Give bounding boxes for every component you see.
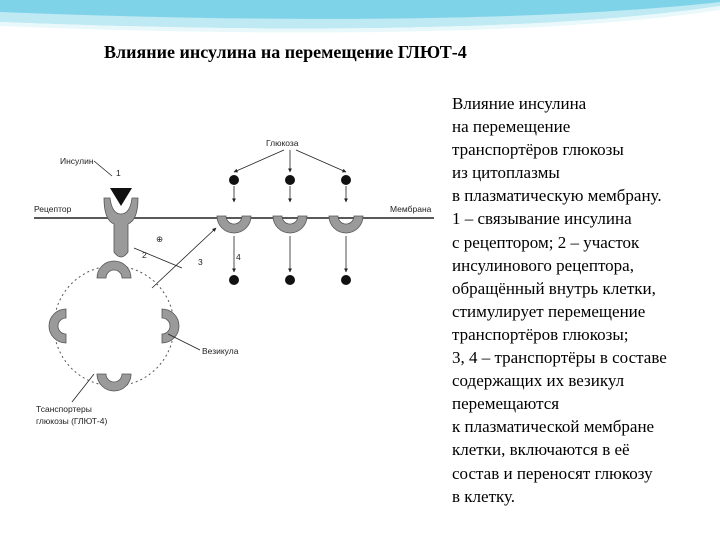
caption-line: инсулинового рецептора, bbox=[452, 255, 634, 275]
caption-line: Влияние инсулина bbox=[452, 94, 587, 113]
membrane-label: Мембрана bbox=[390, 204, 432, 214]
glut4-transporter-membrane bbox=[272, 215, 308, 234]
number-3: 3 bbox=[198, 257, 203, 267]
glut4-transporter-vesicle bbox=[48, 308, 67, 344]
transporters-label-line2: глюкозы (ГЛЮТ-4) bbox=[36, 416, 107, 426]
glut4-transporter-vesicle bbox=[161, 308, 180, 344]
caption-line: на перемещение bbox=[452, 117, 571, 137]
header-wave-decoration bbox=[0, 0, 720, 33]
caption-line: клетки, включаются в её bbox=[452, 440, 630, 460]
caption-line: в плазматическую мембрану. bbox=[452, 186, 662, 206]
caption-line: с рецептором; 2 – участок bbox=[452, 232, 640, 252]
glucose-molecule bbox=[285, 275, 295, 285]
caption-line: стимулирует перемещение bbox=[452, 301, 646, 321]
insulin-molecule bbox=[110, 188, 132, 206]
insulin-receptor bbox=[103, 197, 139, 258]
insulin-label: Инсулин bbox=[60, 156, 94, 166]
caption-text: Влияние инсулина на перемещение транспортё… bbox=[452, 92, 714, 508]
number-2: 2 bbox=[142, 250, 147, 260]
glucose-molecule bbox=[341, 175, 351, 185]
vesicle-label: Везикула bbox=[202, 346, 239, 356]
number-1: 1 bbox=[116, 168, 121, 178]
number-4: 4 bbox=[236, 252, 241, 262]
caption-line: транспортёров глюкозы; bbox=[452, 324, 629, 344]
glut4-transporter-vesicle bbox=[96, 373, 132, 392]
caption-line: в клетку. bbox=[452, 486, 516, 506]
caption-line: из цитоплазмы bbox=[452, 163, 560, 183]
glut4-transporter-vesicle bbox=[96, 260, 132, 279]
caption-line: 1 – связывание инсулина bbox=[452, 209, 632, 229]
slide-title: Влияние инсулина на перемещение ГЛЮТ-4 bbox=[104, 42, 467, 62]
caption-line: 3, 4 – транспортёры в составе bbox=[452, 348, 667, 368]
glucose-label: Глюкоза bbox=[266, 138, 299, 148]
glucose-molecule bbox=[229, 175, 239, 185]
caption-line: обращённый внутрь клетки, bbox=[452, 278, 656, 298]
receptor-label: Рецептор bbox=[34, 204, 72, 214]
caption-line: содержащих их везикул bbox=[452, 371, 625, 391]
caption-line: перемещаются bbox=[452, 394, 560, 414]
glucose-molecule bbox=[229, 275, 239, 285]
caption-line: к плазматической мембране bbox=[452, 417, 655, 437]
caption-line: состав и переносят глюкозу bbox=[452, 463, 653, 483]
glucose-molecule bbox=[341, 275, 351, 285]
transporters-label-line1: Тсанспортеры bbox=[36, 404, 92, 414]
plus-sign: ⊕ bbox=[156, 234, 163, 244]
glucose-molecule bbox=[285, 175, 295, 185]
caption-line: транспортёров глюкозы bbox=[452, 140, 624, 160]
glut4-diagram: Инсулин 1 Рецептор 2 ⊕ Глюкоза Мембрана bbox=[34, 128, 444, 458]
glut4-transporter-membrane bbox=[216, 215, 252, 234]
glut4-transporter-membrane bbox=[328, 215, 364, 234]
